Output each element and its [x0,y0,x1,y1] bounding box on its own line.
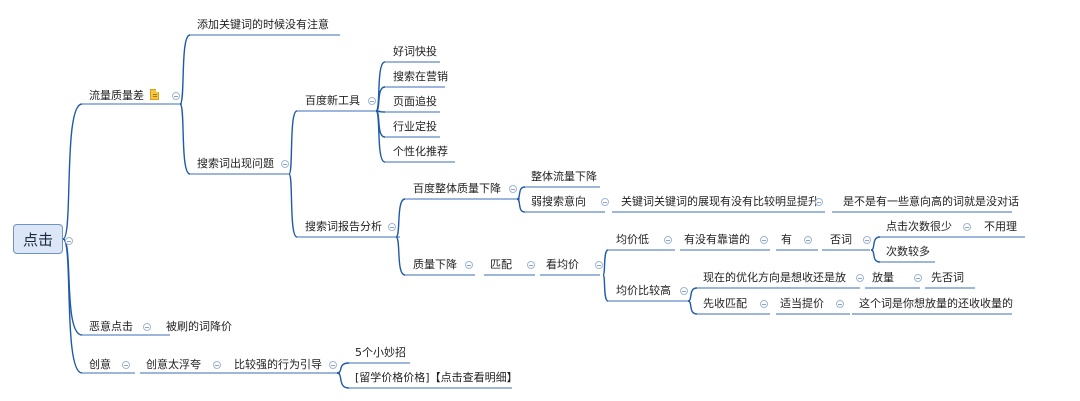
node-traffic-drop[interactable]: 整体流量下降 [531,170,597,183]
note-icon[interactable] [150,89,159,100]
collapse-icon[interactable] [760,300,768,308]
collapse-icon[interactable] [680,287,688,295]
connector-line [62,238,83,374]
root-node[interactable]: 点击 [13,224,63,254]
collapse-icon[interactable] [836,300,844,308]
connector-line [870,236,881,251]
node-tool-item[interactable]: 好词快投 [393,45,437,58]
node-direction[interactable]: 现在的优化方向是想收还是放 [703,271,846,284]
node-cpc-high[interactable]: 均价比较高 [616,284,671,297]
node-quality-drop[interactable]: 质量下降 [413,258,457,271]
collapse-icon[interactable] [143,323,151,331]
node-exaggerated[interactable]: 创意太浮夸 [146,358,201,371]
node-cpc-low[interactable]: 均价低 [616,233,649,246]
root-label: 点击 [22,230,53,249]
node-keyword-display[interactable]: 关键词关键词的展现有没有比较明显提升 [621,195,819,208]
node-bid-down[interactable]: 被刷的词降价 [166,320,232,333]
connector-line [870,249,881,263]
node-guidance[interactable]: 比较强的行为引导 [234,358,322,371]
collapse-icon[interactable] [963,223,971,231]
node-overall-drop[interactable]: 百度整体质量下降 [413,182,501,195]
connector-line [516,198,526,213]
collapse-icon[interactable] [509,185,517,193]
connector-line [336,362,350,374]
collapse-icon[interactable] [213,361,221,369]
connector-line [375,86,386,112]
node-keyword-add[interactable]: 添加关键词的时候没有注意 [197,18,329,31]
node-no-need[interactable]: 不用理 [984,220,1017,233]
node-high-intent[interactable]: 是不是有一些意向高的词就是没对话 [843,195,1019,208]
connector-line [687,287,698,302]
node-expand[interactable]: 放量 [872,271,894,284]
node-raise-bid[interactable]: 适当提价 [780,297,824,310]
node-tips[interactable]: 5个小妙招 [355,346,406,359]
collapse-icon[interactable] [856,274,864,282]
connector-line [602,249,609,276]
connector-line [288,173,298,238]
collapse-icon[interactable] [664,236,672,244]
collapse-icon[interactable] [65,237,73,245]
collapse-icon[interactable] [804,236,812,244]
collapse-icon[interactable] [368,97,376,105]
node-report-analysis[interactable]: 搜索词报告分析 [305,220,382,233]
connector-line [288,110,298,175]
connector-line [687,300,698,315]
collapse-icon[interactable] [281,160,289,168]
collapse-icon[interactable] [122,361,130,369]
collapse-icon[interactable] [914,274,922,282]
collapse-icon[interactable] [329,361,337,369]
node-match[interactable]: 匹配 [490,258,512,271]
node-baidu-tools[interactable]: 百度新工具 [305,94,360,107]
collapse-icon[interactable] [388,223,396,231]
node-tool-item[interactable]: 页面追投 [393,95,437,108]
node-negative[interactable]: 否词 [830,233,852,246]
connector-line [395,198,406,238]
connector-line [179,103,191,175]
collapse-icon[interactable] [760,236,768,244]
connector-line [375,110,386,163]
connector-line [336,372,350,389]
node-tighten-match[interactable]: 先收匹配 [703,297,747,310]
node-weak-intent[interactable]: 弱搜索意向 [531,195,586,208]
node-traffic-quality[interactable]: 流量质量差 [89,89,144,102]
node-yes[interactable]: 有 [781,233,792,246]
node-clicks-few[interactable]: 点击次数很少 [886,220,952,233]
node-tool-item[interactable]: 行业定投 [393,120,437,133]
collapse-icon[interactable] [815,198,823,206]
node-price-link[interactable]: [留学价格价格]【点击查看明细】 [355,371,518,384]
connector-line [62,238,83,336]
node-tool-item[interactable]: 个性化推荐 [393,145,448,158]
connector-line [179,34,191,105]
connector-line [395,236,406,276]
collapse-icon[interactable] [601,198,609,206]
collapse-icon[interactable] [172,92,180,100]
collapse-icon[interactable] [527,261,535,269]
collapse-icon[interactable] [863,236,871,244]
collapse-icon[interactable] [595,261,603,269]
node-malicious-click[interactable]: 恶意点击 [89,320,133,333]
connector-line [516,186,526,200]
node-clicks-more[interactable]: 次数较多 [886,245,930,258]
node-view-cpc[interactable]: 看均价 [546,258,579,271]
node-expand-or-tighten[interactable]: 这个词是你想放量的还收收量的 [859,297,1013,310]
node-search-term[interactable]: 搜索词出现问题 [197,157,274,170]
collapse-icon[interactable] [465,261,473,269]
node-tool-item[interactable]: 搜索在营销 [393,70,448,83]
connector-line [62,103,83,240]
node-negate-first[interactable]: 先否词 [931,271,964,284]
node-creative[interactable]: 创意 [89,358,111,371]
connector-line [602,274,609,302]
node-reliable[interactable]: 有没有靠谱的 [684,233,750,246]
